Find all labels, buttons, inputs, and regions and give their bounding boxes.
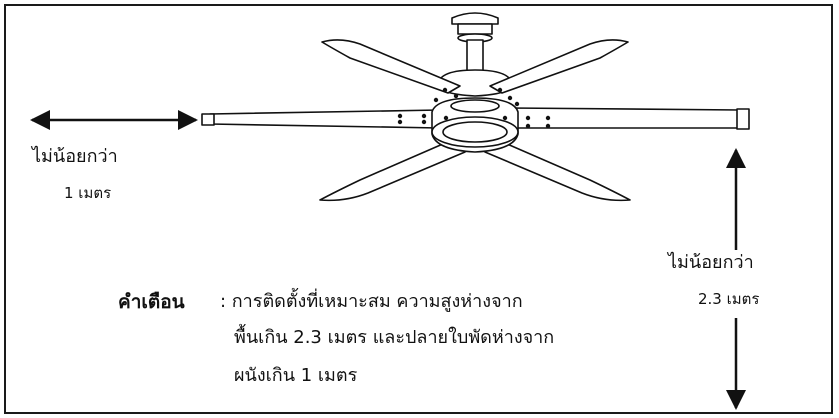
warning-line-3: ผนังเกิน 1 เมตร (234, 365, 358, 386)
right-clearance-value: 2.3 เมตร (698, 290, 760, 308)
right-clearance-label: ไม่น้อยกว่า (668, 252, 754, 273)
ceiling-fan-icon (201, 12, 750, 202)
warning-title: คำเตือน (118, 291, 185, 313)
warning-line-2: พื้นเกิน 2.3 เมตร และปลายใบพัดห่างจาก (234, 327, 555, 348)
diagram-frame (4, 4, 833, 414)
blade-bolts (397, 87, 551, 129)
warning-line-1: : การติดตั้งที่เหมาะสม ความสูงห่างจาก (220, 291, 523, 312)
left-clearance-value: 1 เมตร (64, 184, 112, 202)
left-clearance-label: ไม่น้อยกว่า (32, 146, 118, 167)
